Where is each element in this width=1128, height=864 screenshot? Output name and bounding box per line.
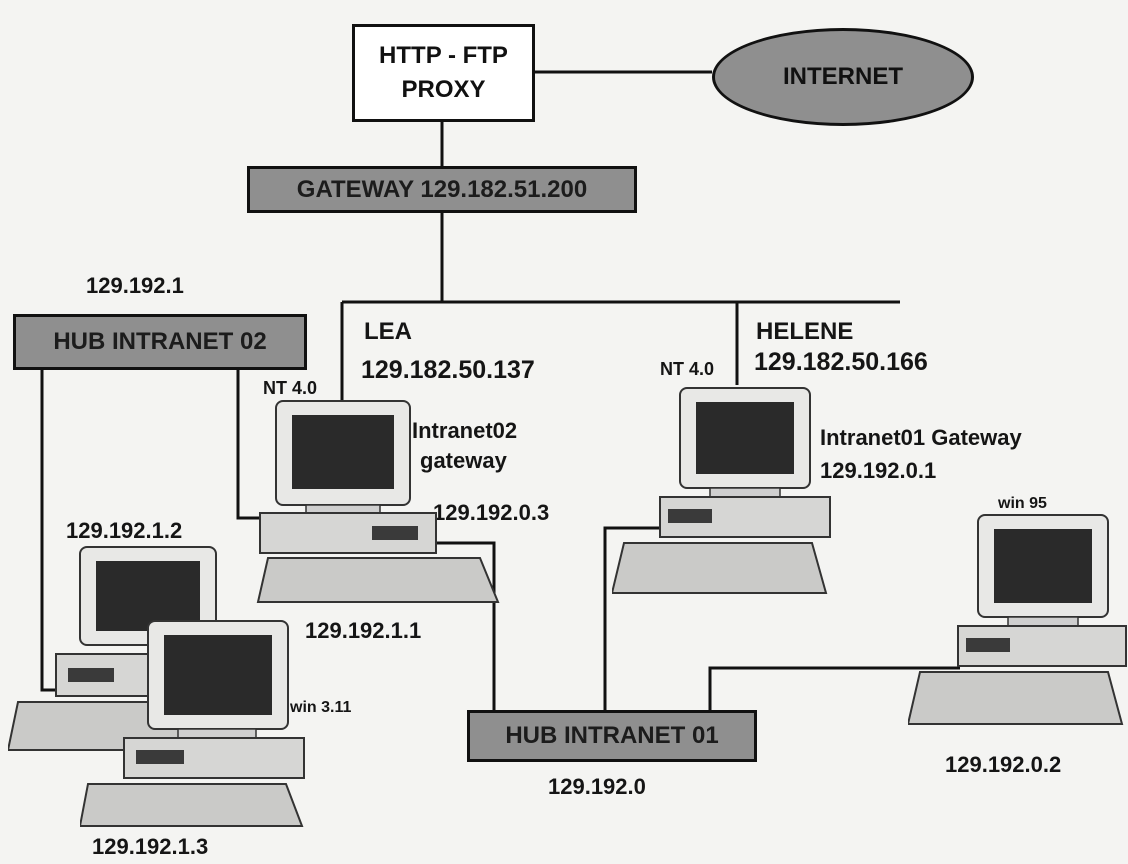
gateway-box: GATEWAY 129.182.51.200: [247, 166, 637, 213]
pc-1-3-os: win 3.11: [290, 699, 352, 716]
lea-hub01-link: [428, 541, 496, 712]
computer-icon-pc-1-3: [80, 620, 305, 827]
lea-intranet02-ip: 129.192.1.1: [305, 618, 422, 643]
hub02-address: 129.192.1: [86, 273, 184, 298]
hub02-label: HUB INTRANET 02: [53, 328, 267, 355]
helene-name: HELENE: [756, 318, 854, 345]
helene-hub01-link: [603, 526, 668, 710]
proxy-line1: HTTP - FTP: [379, 42, 508, 70]
internet-label: INTERNET: [783, 63, 903, 90]
pc-1-2-ip: 129.192.1.2: [66, 518, 183, 543]
lea-name: LEA: [364, 318, 412, 345]
computer-icon-lea: [256, 400, 500, 603]
lea-ip: 129.182.50.137: [361, 356, 535, 384]
helene-os: NT 4.0: [660, 359, 715, 379]
win95-os: win 95: [998, 495, 1047, 512]
pc-1-3-ip: 129.192.1.3: [92, 834, 209, 859]
computer-icon-helene: [612, 387, 831, 594]
hub01-address: 129.192.0: [548, 774, 646, 799]
lea-os: NT 4.0: [263, 378, 318, 398]
lea-role-line2: gateway: [420, 448, 507, 473]
proxy-line2: PROXY: [401, 76, 486, 103]
hub02-lea-link: [236, 370, 262, 520]
hub-intranet-02-box: HUB INTRANET 02: [13, 314, 307, 370]
http-ftp-proxy-box: HTTP - FTP PROXY: [352, 24, 535, 122]
hub-intranet-01-box: HUB INTRANET 01: [467, 710, 757, 762]
lea-inner-ip: 129.192.0.3: [433, 500, 550, 525]
helene-ip: 129.182.50.166: [754, 348, 928, 376]
win95-ip: 129.192.0.2: [945, 752, 1062, 777]
gateway-label: GATEWAY 129.182.51.200: [296, 175, 588, 203]
hub01-label: HUB INTRANET 01: [505, 722, 719, 749]
helene-inner-ip: 129.192.0.1: [820, 458, 937, 483]
lea-role-line1: Intranet02: [412, 418, 518, 443]
computer-icon-win95: [908, 514, 1127, 725]
helene-role: Intranet01 Gateway: [820, 425, 1022, 450]
internet-cloud: INTERNET: [712, 28, 974, 126]
